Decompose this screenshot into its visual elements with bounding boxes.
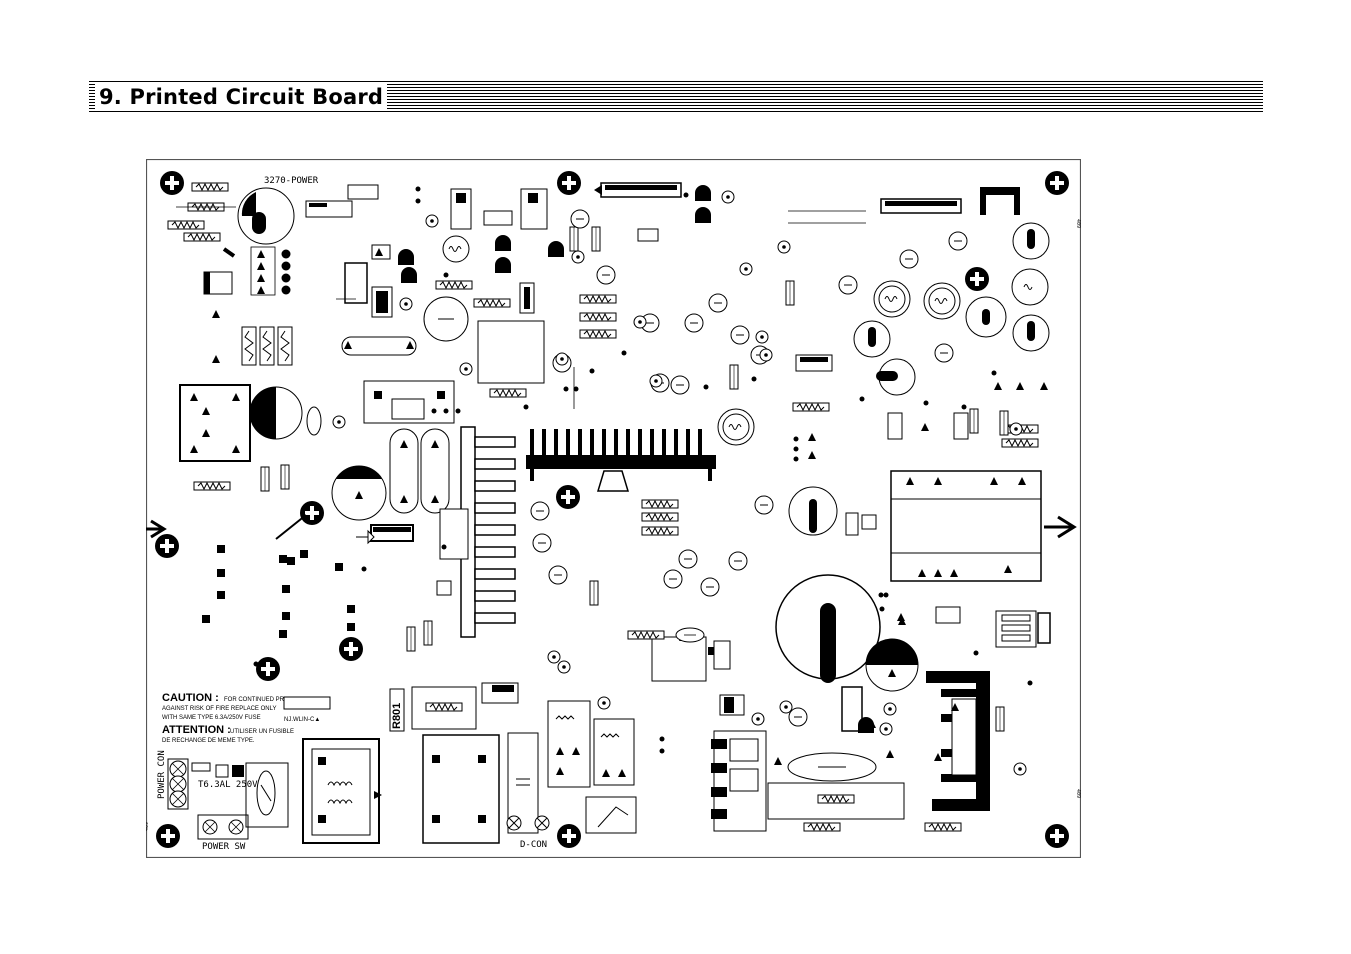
- caution-line-1: FOR CONTINUED PROTECTION: [224, 697, 315, 703]
- edge-label-right: 409: [1075, 219, 1081, 228]
- board-name-label: 3270-POWER: [264, 176, 319, 186]
- r801-label: R801: [391, 703, 403, 729]
- caution-line-2: AGAINST RISK OF FIRE REPLACE ONLY: [162, 706, 276, 712]
- attention-line-1: UTILISER UN FUSIBLE: [230, 729, 294, 735]
- cert-mark: NJ.WLIN-C▲: [284, 717, 320, 723]
- pcb-diagram: 3270-POWER: [146, 159, 1081, 858]
- page-title: 9. Printed Circuit Board: [95, 84, 388, 111]
- power-sw-label: POWER SW: [202, 842, 246, 852]
- edge-label-left: 409: [146, 822, 150, 831]
- section-header: 9. Printed Circuit Board: [89, 81, 1263, 114]
- power-con-label: POWER CON: [157, 750, 167, 799]
- edge-label-right-bottom: 409: [1075, 789, 1081, 798]
- caution-line-3: WITH SAME TYPE 6.3A/250V FUSE: [162, 715, 261, 721]
- attention-word: ATTENTION :: [162, 724, 231, 736]
- fuse-rating-label: T6.3AL 250V: [198, 780, 258, 790]
- attention-line-2: DE RECHANGE DE MEME TYPE.: [162, 738, 255, 744]
- caution-word: CAUTION :: [162, 692, 219, 704]
- d-con-label: D-CON: [520, 840, 547, 850]
